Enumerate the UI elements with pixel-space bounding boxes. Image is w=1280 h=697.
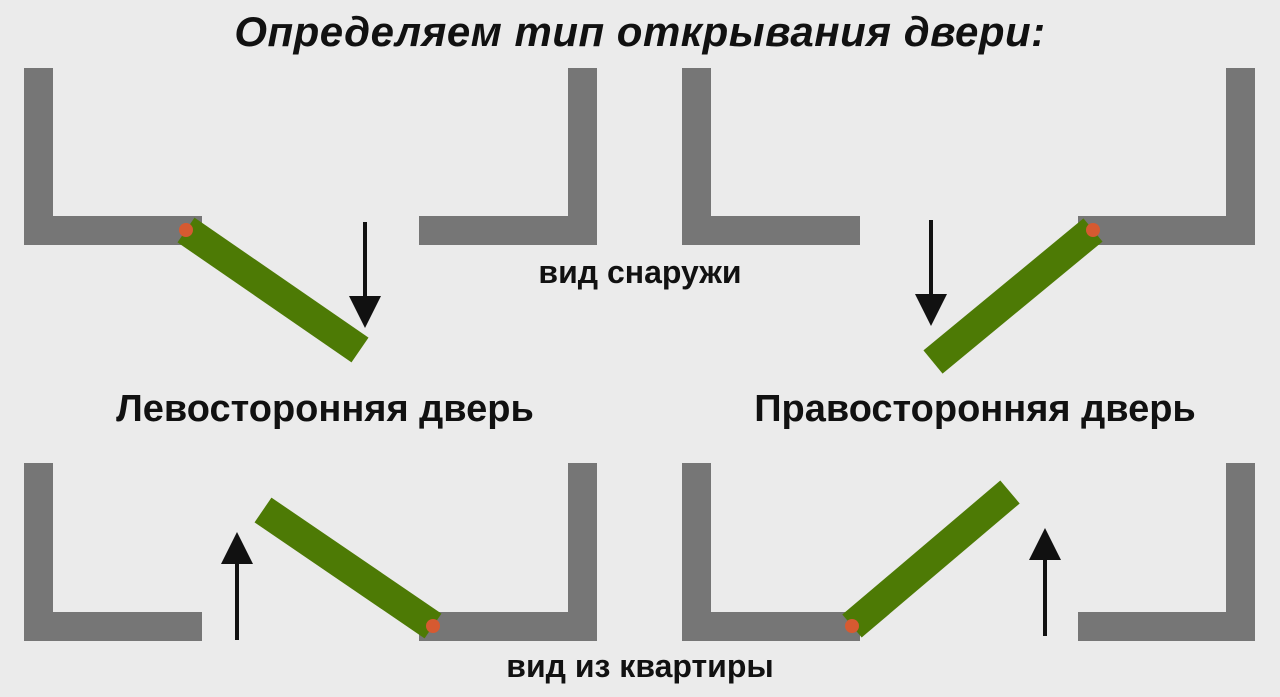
hinge-dot [179, 223, 193, 237]
hinge-dot [845, 619, 859, 633]
wall-right [419, 463, 597, 641]
page-title: Определяем тип открывания двери: [234, 8, 1046, 55]
door-leaf [177, 217, 369, 363]
hinge-dot [1086, 223, 1100, 237]
left-door-outside-view [24, 68, 597, 363]
right-door-outside-view [682, 68, 1255, 374]
wall-left [682, 463, 860, 641]
door-leaf [842, 480, 1020, 638]
wall-right [1078, 68, 1255, 245]
hinge-dot [426, 619, 440, 633]
door-leaf [923, 218, 1103, 374]
outside-view-label: вид снаружи [538, 254, 742, 290]
door-leaf [254, 497, 442, 639]
wall-right [419, 68, 597, 245]
wall-right [1078, 463, 1255, 641]
left-door-label: Левосторонняя дверь [116, 388, 534, 430]
left-door-inside-view [24, 463, 597, 641]
right-door-label: Правосторонняя дверь [754, 388, 1196, 430]
inside-view-label: вид из квартиры [506, 648, 774, 684]
right-door-inside-view [682, 463, 1255, 641]
wall-left [24, 68, 202, 245]
wall-left [24, 463, 202, 641]
wall-left [682, 68, 860, 245]
